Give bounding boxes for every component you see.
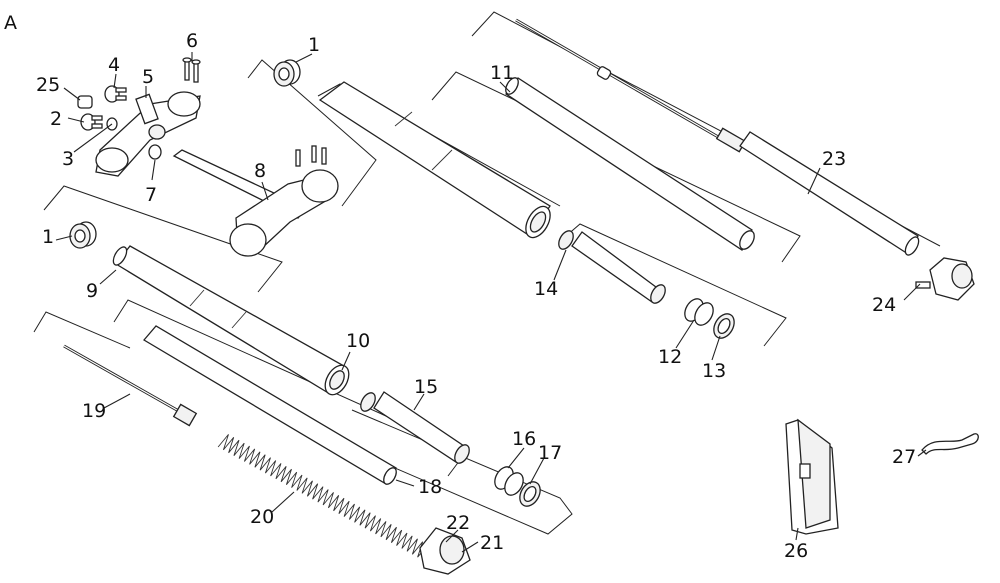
assembly-frame-lines	[33, 11, 941, 535]
part-8-lower-triple-clamp	[172, 145, 339, 257]
part-26-fork-guard	[785, 418, 839, 535]
callout-5: 5	[142, 66, 155, 88]
part-18-inner-tube	[143, 325, 397, 485]
callout-7: 7	[145, 184, 158, 206]
callout-14: 14	[534, 278, 559, 300]
callout-23: 23	[822, 148, 847, 170]
part-15-bushing	[360, 391, 470, 464]
callout-18: 18	[418, 476, 443, 498]
callout-26: 26	[784, 540, 809, 562]
callout-3: 3	[62, 148, 75, 170]
callout-25: 25	[36, 74, 61, 96]
callout-9: 9	[86, 280, 99, 302]
part-4-clamp-bolt	[104, 85, 127, 103]
callout-22: 22	[446, 512, 471, 534]
callout-2: 2	[50, 108, 63, 130]
callout-21: 21	[480, 532, 505, 554]
callout-19: 19	[82, 400, 107, 422]
part-16-seal	[494, 466, 524, 496]
part-7-washer	[148, 144, 162, 160]
part-5-upper-triple-clamp	[95, 91, 201, 177]
part-1-top-cap	[273, 59, 301, 87]
part-14-bushing	[558, 230, 666, 304]
part-21-axle-clamp	[419, 527, 471, 575]
part-1-lower-cap	[69, 221, 97, 249]
callout-15: 15	[414, 376, 439, 398]
callout-6: 6	[186, 30, 199, 52]
part-2-bolt	[80, 113, 103, 131]
callout-4: 4	[108, 54, 121, 76]
callout-8: 8	[254, 160, 267, 182]
panel-letter: A	[4, 12, 17, 34]
part-10-tube-end	[324, 364, 350, 396]
callout-12: 12	[658, 346, 683, 368]
part-24-axle-clamp	[915, 257, 975, 301]
part-13-dust-seal	[713, 313, 735, 339]
part-17-dust-seal	[519, 481, 541, 507]
callout-17: 17	[538, 442, 563, 464]
callout-20: 20	[250, 506, 275, 528]
callout-1-top: 1	[308, 34, 321, 56]
callout-1-lower: 1	[42, 226, 55, 248]
callout-27: 27	[892, 446, 917, 468]
callout-11: 11	[490, 62, 515, 84]
part-11-inner-tube	[505, 77, 755, 251]
part-6-bolts	[182, 57, 201, 83]
part-12-seal	[684, 298, 714, 326]
part-19-damper-rod	[63, 344, 198, 427]
part-27-clip	[921, 433, 979, 455]
upper-outer-tube	[318, 81, 551, 239]
callout-16: 16	[512, 428, 537, 450]
callout-10: 10	[346, 330, 371, 352]
part-25-cap	[77, 95, 93, 109]
part-20-spring	[217, 434, 434, 564]
part-23-damper-rod	[515, 18, 920, 256]
leader-lines	[55, 52, 927, 553]
callout-24: 24	[872, 294, 897, 316]
callout-13: 13	[702, 360, 727, 382]
